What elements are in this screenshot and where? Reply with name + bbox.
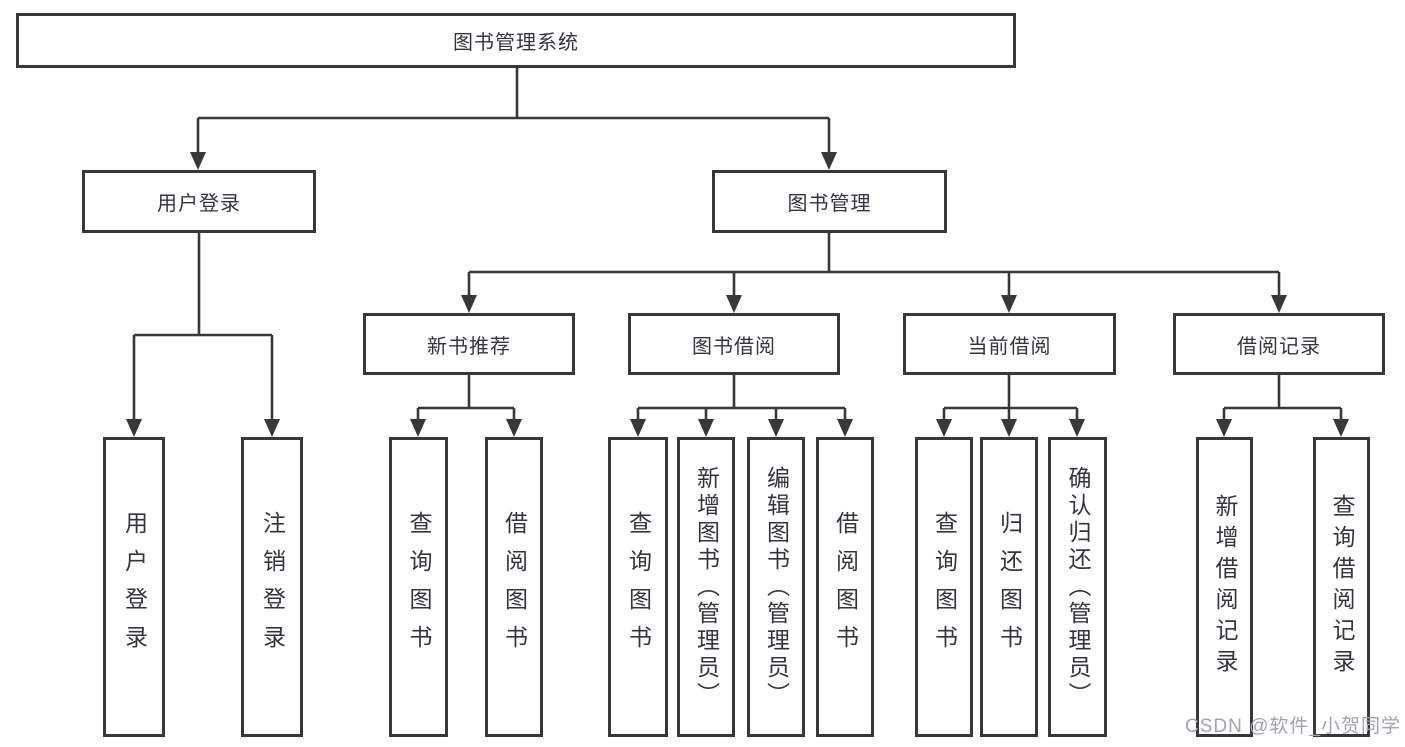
node-label: 图书借阅 <box>692 335 776 358</box>
node-label: 查询图书 <box>625 511 652 663</box>
node-label: 查询图书 <box>406 511 432 663</box>
connector-bookborrow-to-leaves <box>636 375 847 421</box>
node-current-borrowing: 当前借阅 <box>903 313 1116 375</box>
arrowheads-level2 <box>190 152 837 170</box>
node-book-management-branch: 图书管理 <box>712 170 947 233</box>
connector-mgmt-to-level3 <box>467 233 1281 297</box>
node-label: 当前借阅 <box>967 335 1052 358</box>
node-leaf-add-borrow-record: 新增借阅记录 <box>1196 437 1253 737</box>
node-label: 借阅记录 <box>1237 335 1321 358</box>
connector-root-to-level2 <box>196 68 831 154</box>
csdn-watermark: CSDN @软件_小贺同学 <box>1185 716 1401 737</box>
node-leaf-borrow-books: 借阅图书 <box>485 437 543 737</box>
node-label: 借阅图书 <box>832 511 859 663</box>
node-label: 查询借阅记录 <box>1329 494 1355 680</box>
node-leaf-confirm-return-admin: 确认归还（管理员） <box>1048 437 1107 737</box>
node-new-book-recommend: 新书推荐 <box>363 313 575 375</box>
node-label: 新书推荐 <box>427 335 511 358</box>
node-leaf-edit-book-admin: 编辑图书（管理员） <box>747 437 805 737</box>
node-borrowing-records: 借阅记录 <box>1173 313 1385 375</box>
node-leaf-query-books: 查询图书 <box>389 437 448 737</box>
node-label: 用户登录 <box>121 511 148 663</box>
node-label: 查询图书 <box>931 511 958 663</box>
node-label: 确认归还（管理员） <box>1065 465 1091 709</box>
node-label: 编辑图书（管理员） <box>763 465 790 709</box>
node-leaf-user-login: 用户登录 <box>103 437 165 737</box>
arrowheads-level3 <box>461 295 1287 313</box>
node-root-system: 图书管理系统 <box>16 13 1016 68</box>
arrowheads-newbook-leaves <box>410 419 522 437</box>
node-user-login-branch: 用户登录 <box>82 170 316 233</box>
connector-currentborrow-to-leaves <box>942 375 1079 421</box>
connector-login-to-leaves <box>132 233 274 421</box>
node-leaf-add-book-admin: 新增图书（管理员） <box>677 437 735 737</box>
node-root-label: 图书管理系统 <box>453 32 579 54</box>
arrowheads-borrowrecords-leaves <box>1216 419 1349 437</box>
node-book-borrowing: 图书借阅 <box>628 313 840 375</box>
node-leaf-return-books: 归还图书 <box>980 437 1038 737</box>
node-leaf-query-borrow-record: 查询借阅记录 <box>1313 437 1370 737</box>
arrowheads-currentborrow-leaves <box>936 419 1085 437</box>
node-label: 图书管理 <box>787 193 872 215</box>
node-leaf-logout: 注销登录 <box>241 437 303 737</box>
node-leaf-query-books: 查询图书 <box>608 437 668 737</box>
node-label: 注销登录 <box>259 511 286 663</box>
node-label: 用户登录 <box>157 193 241 215</box>
connector-borrowrecords-to-leaves <box>1222 375 1343 421</box>
node-label: 新增借阅记录 <box>1212 494 1238 680</box>
connector-newbook-to-leaves <box>416 375 516 421</box>
node-leaf-borrow-books: 借阅图书 <box>816 437 874 737</box>
arrowheads-login-leaves <box>126 419 280 437</box>
node-label: 新增图书（管理员） <box>693 465 720 709</box>
arrowheads-bookborrow-leaves <box>630 419 853 437</box>
node-label: 借阅图书 <box>501 511 528 663</box>
node-leaf-query-books: 查询图书 <box>915 437 973 737</box>
node-label: 归还图书 <box>996 511 1023 663</box>
